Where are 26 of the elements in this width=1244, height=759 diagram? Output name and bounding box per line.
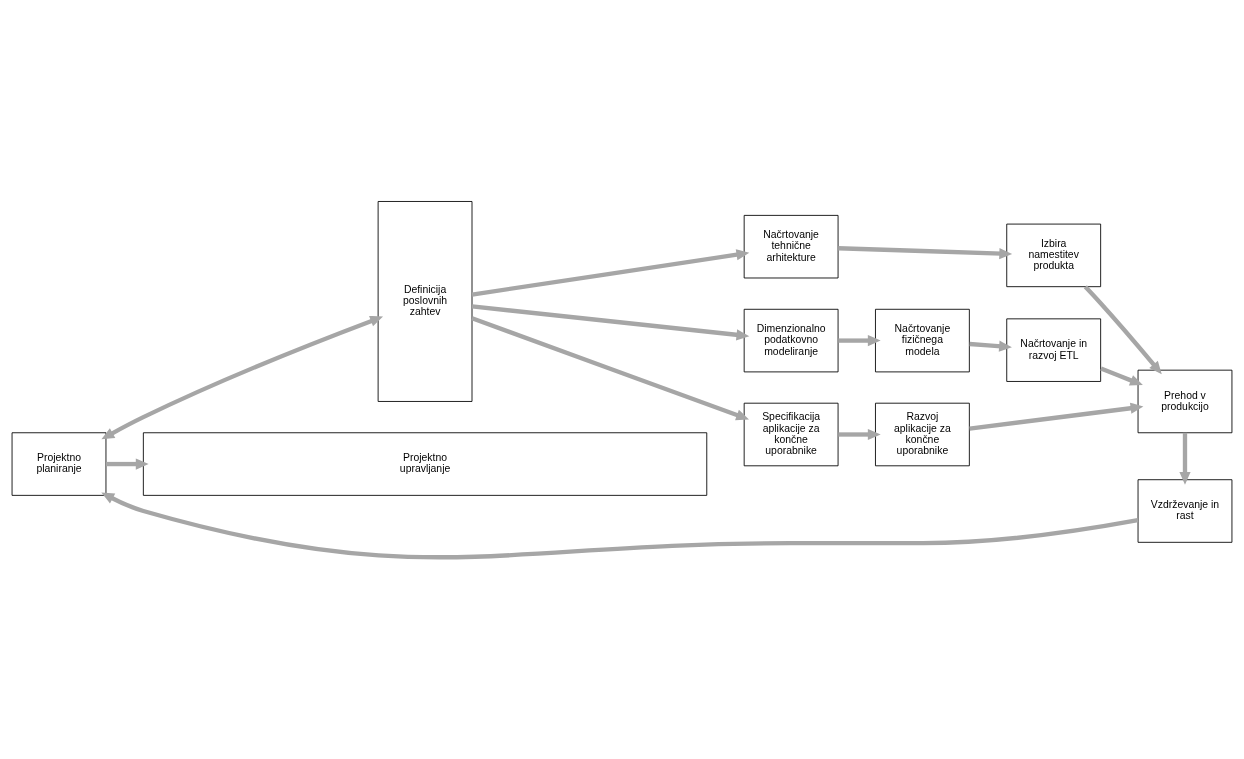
- arrow: [471, 316, 749, 421]
- node-box: Vzdrževanje in rast: [1137, 479, 1233, 543]
- node-box: Načrtovanje tehnične arhitekture: [743, 214, 839, 279]
- arrow: [838, 246, 1013, 260]
- node-box: Načrtovanje in razvoj ETL: [1006, 318, 1102, 382]
- node-box: Specifikacija aplikacije za končne uporabnike: [743, 402, 839, 467]
- arrow: [838, 335, 881, 347]
- arrow: [1100, 366, 1143, 386]
- arrow: [471, 249, 750, 297]
- arrow: [969, 402, 1144, 431]
- arrow: [838, 428, 881, 441]
- arrow: [969, 340, 1012, 352]
- arrow: [1083, 285, 1162, 375]
- arrow: [1179, 432, 1191, 485]
- arrow: [471, 304, 750, 341]
- node-box: Načrtovanje fizičnega modela: [875, 308, 970, 373]
- node-box: Izbira namestitev produkta: [1006, 223, 1102, 288]
- node-box: Dimenzionalno podatkovno modeliranje: [743, 308, 839, 373]
- node-box: Razvoj aplikacije za končne uporabnike: [875, 402, 970, 467]
- node-box: Projektno planiranje: [11, 432, 107, 496]
- node-box: Projektno upravljanje: [142, 432, 708, 496]
- node-box: Definicija poslovnih zahtev: [377, 201, 473, 402]
- arrow: [106, 458, 149, 470]
- arrow: [101, 492, 1139, 560]
- arrow: [101, 315, 384, 440]
- node-box: Prehod v produkcijo: [1137, 369, 1233, 434]
